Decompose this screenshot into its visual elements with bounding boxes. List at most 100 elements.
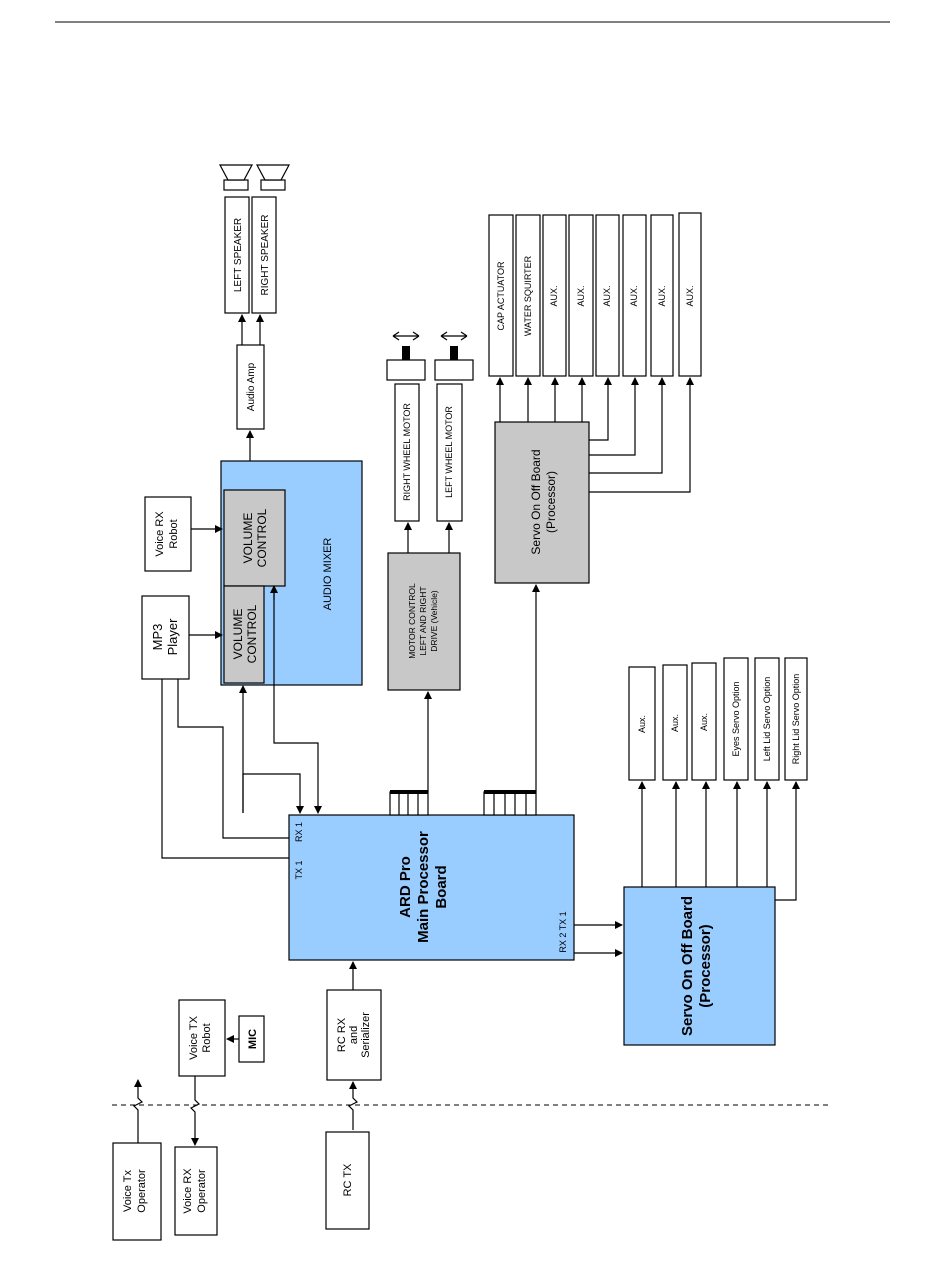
left-wheel-motor-label: LEFT WHEEL MOTOR <box>444 406 454 498</box>
servo-lower-line1: Servo On Off Board <box>679 896 696 1036</box>
aux-upper-1: AUX. <box>542 214 567 377</box>
servo-upper-line1: Servo On Off Board <box>529 449 543 554</box>
mic-label: MIC <box>247 1029 259 1049</box>
mic-box: MIC <box>238 1015 265 1063</box>
voice-wireless-link-up <box>132 1079 144 1143</box>
motor-connector <box>389 790 429 816</box>
voice-tx-operator-line1: Voice Tx <box>122 1170 134 1212</box>
right-wheel-motor-label: RIGHT WHEEL MOTOR <box>402 403 412 501</box>
motor-control-line3: DRIVE (Vehicle) <box>429 590 439 652</box>
volume-control-lower: VOLUME CONTROL <box>223 585 265 684</box>
aux-lower-3-label: Aux. <box>699 713 709 731</box>
mp3-player-line2: Player <box>165 618 180 656</box>
aux-upper-6: AUX. <box>678 212 702 377</box>
water-squirter-label: WATER SQUIRTER <box>523 255 533 336</box>
aux-upper-5-label: AUX. <box>657 285 667 306</box>
main-board-line2: Main Processor <box>415 831 432 943</box>
motor-control-line1: MOTOR CONTROL <box>407 583 417 659</box>
voice-rx-operator-line1: Voice RX <box>182 1168 194 1214</box>
rc-wireless-link <box>347 1081 359 1130</box>
aux-upper-3: AUX. <box>595 214 620 377</box>
servo-lower-output-lines <box>638 781 800 901</box>
left-lid-servo-box: Left Lid Servo Option <box>754 657 780 781</box>
volume-control-lower-line1: VOLUME <box>231 609 245 660</box>
aux-lower-2: Aux. <box>662 664 688 781</box>
right-wheel-motor-icon <box>386 331 426 381</box>
aux-lower-2-label: Aux. <box>670 714 680 732</box>
aux-upper-3-label: AUX. <box>602 285 612 306</box>
left-wheel-motor-box: LEFT WHEEL MOTOR <box>436 383 463 522</box>
voice-rx-robot-line2: Robot <box>168 519 180 548</box>
voice-wireless-link-down <box>189 1076 201 1146</box>
left-speaker-box: LEFT SPEAKER <box>224 196 250 314</box>
volume-control-upper-line2: CONTROL <box>255 508 269 567</box>
voice-rx-robot-box: Voice RX Robot <box>144 496 192 572</box>
rx2tx1-label: RX 2 TX 1 <box>558 911 568 952</box>
audio-amp-label: Audio Amp <box>246 362 257 411</box>
left-speaker-label: LEFT SPEAKER <box>233 218 244 292</box>
voice-rx-operator-box: Voice RX Operator <box>174 1146 218 1236</box>
mp3-serial-lines <box>161 679 289 859</box>
motor-control-line2: LEFT AND RIGHT <box>418 586 428 655</box>
eyes-servo-label: Eyes Servo Option <box>731 681 741 756</box>
volume-control-lower-line2: CONTROL <box>245 604 259 663</box>
servo-upper-line2: (Processor) <box>544 471 558 533</box>
servo-upper-box: Servo On Off Board (Processor) <box>494 421 590 584</box>
aux-upper-5: AUX. <box>650 214 674 377</box>
volume-control-lines <box>239 586 322 814</box>
left-wheel-motor-icon <box>434 331 474 381</box>
eyes-servo-box: Eyes Servo Option <box>723 657 749 781</box>
voice-tx-robot-box: Voice TX Robot <box>178 999 226 1077</box>
mp3-player-box: MP3 Player <box>141 595 190 680</box>
aux-lower-3: Aux. <box>691 662 717 781</box>
aux-upper-6-label: AUX. <box>685 285 695 306</box>
motor-control-box: MOTOR CONTROL LEFT AND RIGHT DRIVE (Vehi… <box>387 552 461 691</box>
audio-amp-box: Audio Amp <box>236 344 265 430</box>
rx1-label: RX 1 <box>294 822 304 842</box>
volume-control-upper: VOLUME CONTROL <box>223 489 286 587</box>
main-board-line3: Board <box>433 865 450 908</box>
main-board-line1: ARD Pro <box>397 856 414 918</box>
servo-upper-output-lines <box>496 377 694 493</box>
left-lid-servo-label: Left Lid Servo Option <box>762 677 772 762</box>
cap-actuator-box: CAP ACTUATOR <box>488 214 514 377</box>
aux-lower-1: Aux. <box>628 666 656 781</box>
right-wheel-motor-box: RIGHT WHEEL MOTOR <box>394 383 420 522</box>
rc-rx-line1: RC RX <box>336 1017 348 1052</box>
board-to-servo-lower-lines <box>574 921 623 957</box>
right-speaker-label: RIGHT SPEAKER <box>260 215 271 296</box>
aux-upper-2: AUX. <box>568 214 594 377</box>
servo-connector <box>483 790 537 816</box>
rc-tx-label: RC TX <box>342 1163 354 1196</box>
right-lid-servo-label: Right Lid Servo Option <box>791 674 801 765</box>
mp3-player-line1: MP3 <box>150 624 165 651</box>
rc-rx-box: RC RX and Serializer <box>326 989 382 1081</box>
volume-control-upper-line1: VOLUME <box>241 513 255 564</box>
servo-lower-box: Servo On Off Board (Processor) <box>623 886 776 1046</box>
voice-rx-operator-line2: Operator <box>196 1169 208 1213</box>
tx1-label: TX 1 <box>294 860 304 879</box>
voice-tx-operator-box: Voice Tx Operator <box>112 1142 162 1241</box>
aux-upper-4-label: AUX. <box>629 285 639 306</box>
aux-upper-1-label: AUX. <box>549 285 559 306</box>
cap-actuator-label: CAP ACTUATOR <box>496 261 506 331</box>
main-board-box: ARD Pro Main Processor Board RX 1 TX 1 R… <box>288 814 575 961</box>
rc-tx-box: RC TX <box>325 1131 370 1230</box>
voice-rx-robot-line1: Voice RX <box>154 511 166 557</box>
audio-mixer-label: AUDIO MIXER <box>322 538 334 611</box>
right-lid-servo-box: Right Lid Servo Option <box>784 657 808 781</box>
rc-rx-line2: and <box>348 1026 360 1044</box>
aux-lower-1-label: Aux. <box>637 715 647 733</box>
voice-tx-robot-line1: Voice TX <box>188 1015 200 1059</box>
water-squirter-box: WATER SQUIRTER <box>515 214 541 377</box>
aux-upper-2-label: AUX. <box>576 285 586 306</box>
aux-upper-4: AUX. <box>622 214 647 377</box>
voice-tx-robot-line2: Robot <box>201 1023 213 1052</box>
right-speaker-box: RIGHT SPEAKER <box>251 196 277 314</box>
rc-rx-line3: Serializer <box>360 1012 372 1058</box>
voice-tx-operator-line2: Operator <box>136 1169 148 1213</box>
servo-lower-line2: (Processor) <box>697 924 714 1007</box>
right-speaker-icon <box>256 164 290 191</box>
left-speaker-icon <box>219 164 253 191</box>
